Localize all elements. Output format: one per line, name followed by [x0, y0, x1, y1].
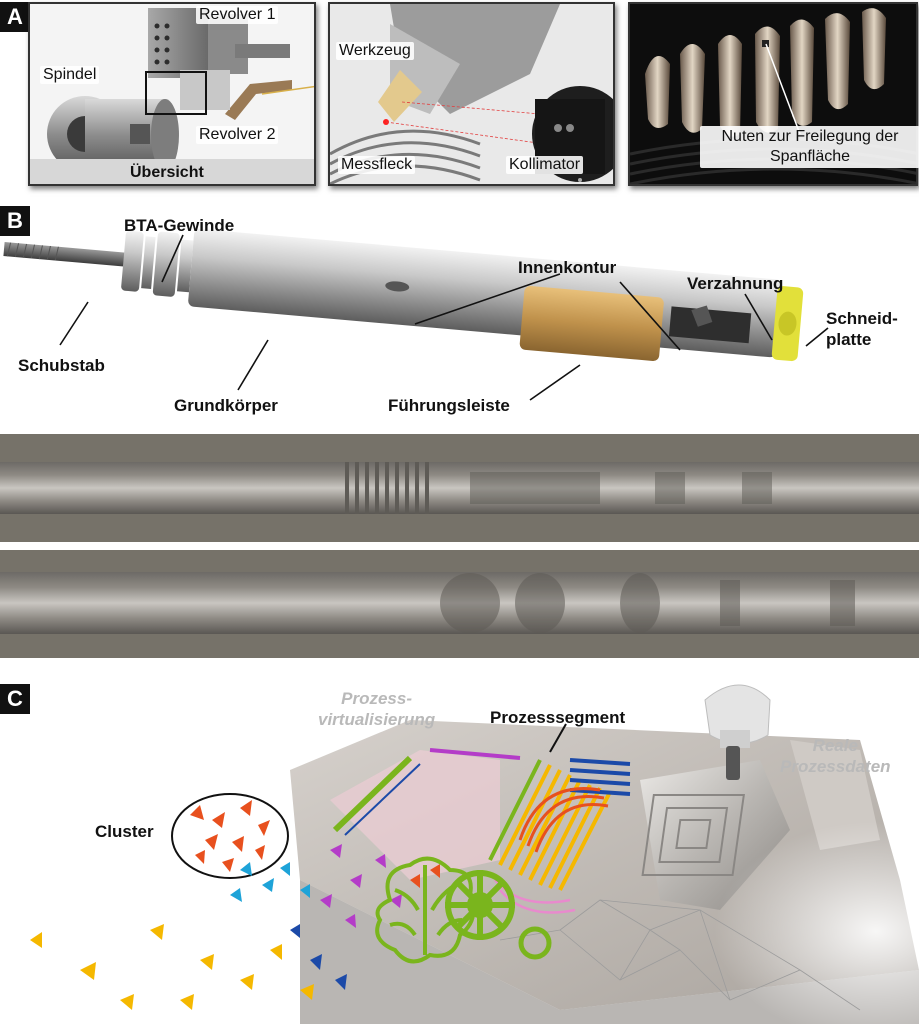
panel-letter-c: C: [0, 684, 30, 714]
bta-tool-rendering: [3, 229, 829, 401]
chips-label: Nuten zur Freilegung der Spanfläche: [700, 126, 919, 168]
inner-contour-label: Innenkontur: [518, 258, 617, 277]
virtualization-label: Prozess- virtualisierung: [318, 688, 435, 730]
panel-letter-b: B: [0, 206, 30, 236]
insert-label-line1: Schneid-: [826, 309, 898, 328]
process-virtualization-illustration: [30, 684, 919, 1024]
chips-label-line1: Nuten zur Freilegung der: [721, 128, 899, 145]
virtualization-label-line1: Prozess-: [341, 689, 412, 708]
revolver2-label: Revolver 2: [196, 126, 279, 144]
bta-thread-label: BTA-Gewinde: [124, 216, 235, 235]
tool-label: Werkzeug: [336, 42, 414, 60]
real-data-label-line1: Reale: [812, 736, 858, 755]
panel-letter-a: A: [0, 2, 30, 32]
real-data-label: Reale Prozessdaten: [780, 735, 891, 777]
process-segment-label: Prozesssegment: [490, 708, 626, 727]
body-label: Grundkörper: [174, 396, 278, 415]
overview-caption: Übersicht: [130, 164, 204, 181]
overview-photo: Übersicht: [28, 2, 316, 186]
insert-label: Schneid- platte: [826, 308, 898, 350]
revolver1-label: Revolver 1: [196, 6, 279, 24]
guide-pad-label: Führungsleiste: [388, 396, 510, 415]
overview-illustration: [30, 4, 314, 184]
spindle-label: Spindel: [40, 66, 100, 84]
collimator-label: Kollimator: [506, 156, 584, 174]
teeth-label: Verzahnung: [687, 274, 784, 293]
inner-contour-photo-1: [0, 434, 919, 542]
spot-label: Messfleck: [338, 156, 416, 174]
real-data-label-line2: Prozessdaten: [780, 757, 891, 776]
insert-label-line2: platte: [826, 330, 872, 349]
virtualization-label-line2: virtualisierung: [318, 710, 436, 729]
chips-label-line2: Spanfläche: [769, 148, 851, 165]
inner-contour-photo-2: [0, 550, 919, 658]
push-rod-label: Schubstab: [18, 356, 105, 375]
cluster-label: Cluster: [95, 822, 154, 841]
